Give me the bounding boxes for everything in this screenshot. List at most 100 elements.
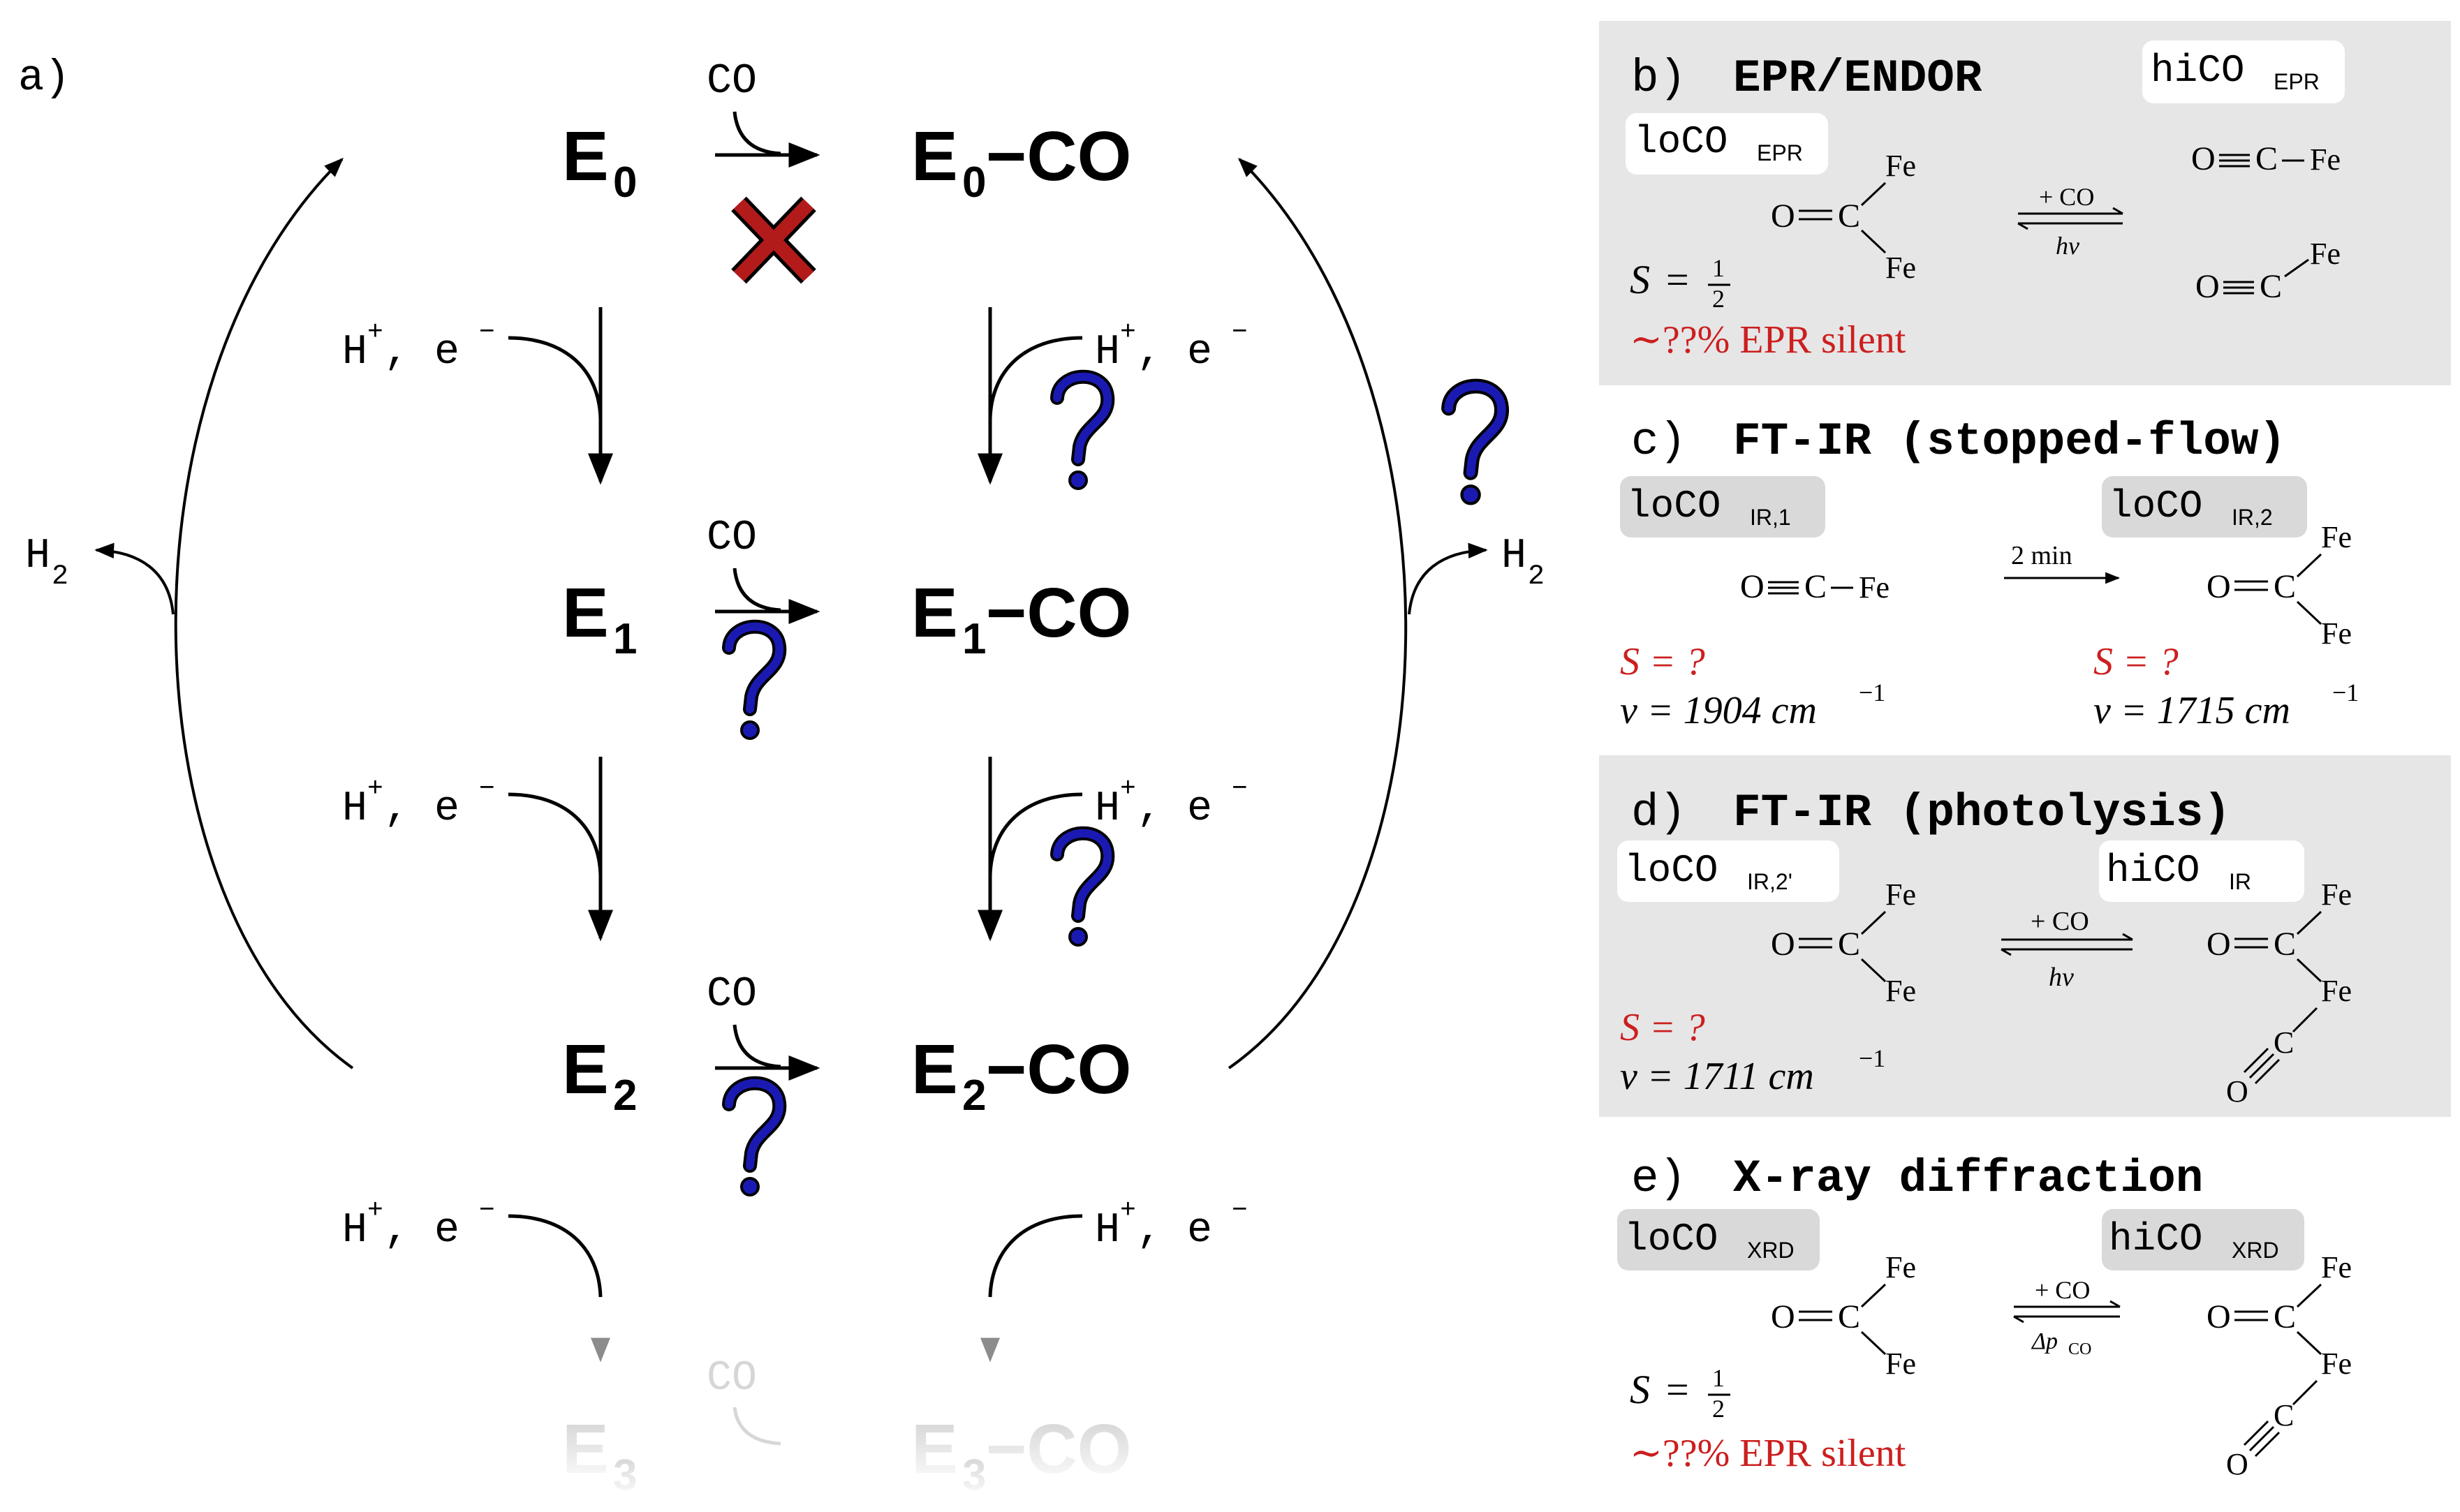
- he-arrow-left-2: H + , e −: [342, 757, 613, 942]
- svg-text:Fe: Fe: [1859, 570, 1890, 605]
- svg-text:CO: CO: [707, 58, 757, 105]
- svg-text:C: C: [1838, 926, 1860, 963]
- panel-c-title: FT-IR (stopped-flow): [1733, 415, 2286, 468]
- svg-text:C: C: [2274, 1398, 2294, 1432]
- svg-text:XRD: XRD: [1747, 1238, 1795, 1263]
- he-arrow-right-1: H + , e −: [978, 307, 1248, 485]
- svg-text:H: H: [1095, 785, 1120, 833]
- svg-text:1: 1: [613, 615, 637, 663]
- svg-text:2: 2: [1712, 285, 1725, 313]
- svg-text:2: 2: [613, 1072, 637, 1120]
- cycle-arrow-right: [1228, 158, 1408, 1069]
- svg-text:−CO: −CO: [986, 1030, 1131, 1109]
- state-e0: E 0: [562, 117, 637, 207]
- svg-text:1: 1: [1712, 1364, 1725, 1392]
- svg-text:−CO: −CO: [986, 117, 1131, 195]
- nu-c-left: ν = 1904 cm −1: [1620, 679, 1885, 732]
- svg-text:+ CO: + CO: [2035, 1276, 2090, 1304]
- svg-text:Fe: Fe: [2310, 237, 2341, 271]
- svg-text:Fe: Fe: [1885, 1250, 1916, 1284]
- svg-text:IR: IR: [2229, 869, 2251, 894]
- panel-c: c) FT-IR (stopped-flow) loCO IR,1 loCO I…: [1620, 415, 2359, 732]
- svg-text:−: −: [479, 1196, 495, 1226]
- panel-d: d) FT-IR (photolysis) loCO IR,2' hiCO IR…: [1599, 755, 2451, 1117]
- cycle-question-right: [1449, 386, 1502, 503]
- svg-text:Fe: Fe: [2321, 520, 2352, 554]
- svg-text:−1: −1: [2332, 679, 2359, 706]
- panel-e-label: e): [1631, 1152, 1686, 1205]
- svg-text:E: E: [562, 1030, 609, 1109]
- svg-text:E: E: [911, 117, 958, 195]
- svg-text:+: +: [367, 774, 383, 804]
- svg-text:H: H: [342, 1207, 367, 1254]
- svg-text:C: C: [2274, 1025, 2294, 1060]
- svg-text:O: O: [2195, 268, 2220, 305]
- svg-text:+: +: [1120, 318, 1136, 348]
- svg-text:3: 3: [613, 1451, 637, 1499]
- svg-text:E: E: [911, 1410, 958, 1488]
- svg-text:C: C: [2274, 568, 2296, 605]
- h2-arrow-right: [1408, 542, 1488, 615]
- svg-text:loCO: loCO: [1624, 848, 1718, 893]
- svg-text:ν = 1904 cm: ν = 1904 cm: [1620, 689, 1817, 732]
- svg-text:O: O: [1771, 198, 1795, 235]
- svg-text:+: +: [367, 1196, 383, 1226]
- cycle-arrow-left: [174, 158, 354, 1069]
- svg-text:EPR: EPR: [2274, 69, 2320, 94]
- tag-hico-epr: hiCO EPR: [2142, 40, 2345, 103]
- state-e3-faded: E 3: [562, 1410, 637, 1499]
- svg-text:O: O: [1771, 926, 1795, 963]
- state-e1-co: E 1 −CO: [911, 574, 1131, 663]
- svg-text:CO: CO: [2068, 1340, 2091, 1358]
- svg-text:Fe: Fe: [1885, 877, 1916, 912]
- nu-d: ν = 1711 cm −1: [1620, 1044, 1885, 1098]
- svg-text:Fe: Fe: [2321, 1250, 2352, 1284]
- panel-b-label: b): [1631, 52, 1686, 105]
- svg-text:O: O: [1771, 1298, 1795, 1335]
- svg-text:loCO: loCO: [2109, 484, 2202, 528]
- svg-text:−: −: [479, 774, 495, 804]
- svg-text:E: E: [911, 1030, 958, 1109]
- spin-c-left: S = ?: [1620, 640, 1705, 683]
- co-arrow-e0: CO: [707, 58, 820, 168]
- panel-a: a) H 2 H 2 E 0 E 1 E 2 E 3: [18, 53, 1545, 1499]
- he-arrow-right-3: H + , e −: [980, 1181, 1248, 1363]
- equilibrium-b: + CO hν: [2017, 183, 2123, 260]
- tag-loco-ir1: loCO IR,1: [1620, 476, 1825, 538]
- svg-text:ν = 1715 cm: ν = 1715 cm: [2093, 689, 2290, 732]
- panel-d-background: [1599, 755, 2451, 1117]
- svg-text:hiCO: hiCO: [2106, 848, 2200, 893]
- svg-text:E: E: [562, 117, 609, 195]
- cross-icon: [731, 196, 816, 284]
- svg-text:, e: , e: [384, 1207, 459, 1254]
- panel-b-title: EPR/ENDOR: [1733, 52, 1982, 105]
- svg-text:H: H: [25, 533, 50, 580]
- svg-text:EPR: EPR: [1757, 140, 1803, 165]
- panel-e-title: X-ray diffraction: [1733, 1152, 2203, 1205]
- svg-text:Fe: Fe: [1885, 251, 1916, 285]
- svg-text:Fe: Fe: [2321, 877, 2352, 912]
- structure-terminal-co: O C Fe: [2191, 140, 2341, 177]
- panel-e: e) X-ray diffraction loCO XRD hiCO XRD O…: [1617, 1152, 2352, 1481]
- svg-text:−: −: [1232, 318, 1248, 348]
- svg-text:+: +: [367, 318, 383, 348]
- svg-text:E: E: [911, 574, 958, 652]
- h2-left: H 2: [25, 533, 68, 593]
- state-e2: E 2: [562, 1030, 637, 1120]
- svg-text:C: C: [1804, 568, 1827, 605]
- svg-text:H: H: [1095, 1207, 1120, 1254]
- co-arrow-e1: CO: [707, 514, 820, 624]
- spin-b: S = 1 2: [1630, 254, 1730, 313]
- panel-a-label: a): [18, 53, 70, 103]
- svg-text:O: O: [2207, 926, 2231, 963]
- svg-text:2: 2: [962, 1072, 986, 1120]
- panel-c-label: c): [1631, 415, 1686, 468]
- svg-text:E: E: [562, 574, 609, 652]
- svg-text:+ CO: + CO: [2039, 183, 2094, 211]
- svg-text:IR,2: IR,2: [2232, 505, 2273, 530]
- question-right-1: [1057, 377, 1107, 489]
- svg-text:+ CO: + CO: [2031, 907, 2089, 936]
- structure-d-hico: O C Fe Fe C O: [2207, 877, 2352, 1109]
- svg-text:2: 2: [1712, 1395, 1725, 1423]
